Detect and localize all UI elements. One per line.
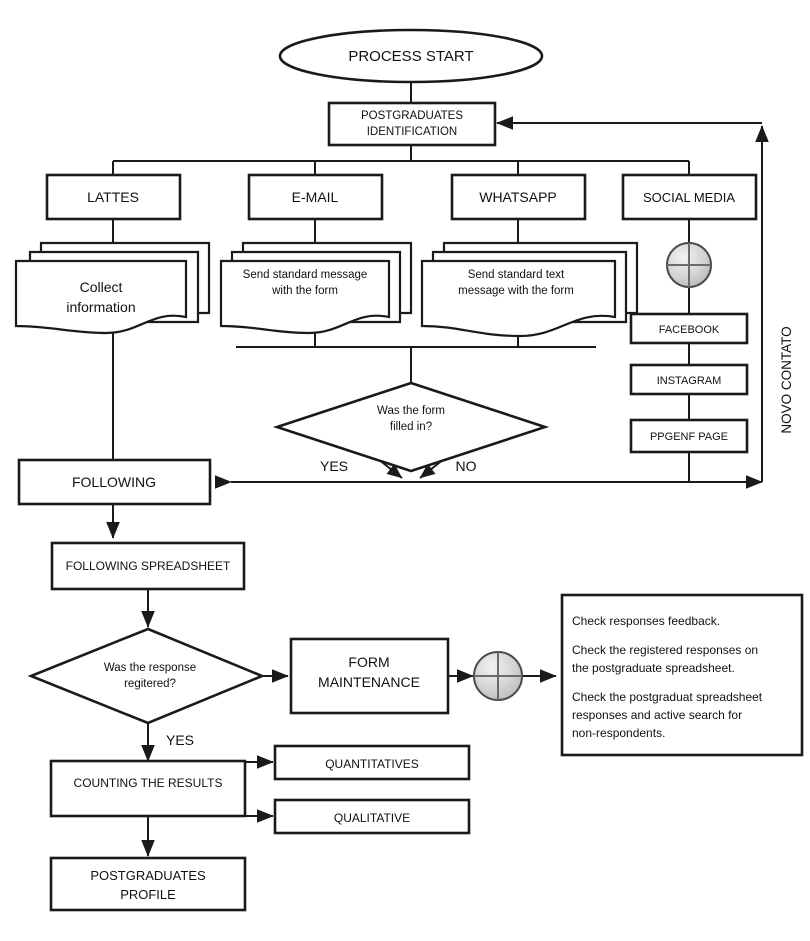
node-collect-information[interactable]: Collect information [14,241,211,335]
node-quantitatives[interactable] [273,744,471,781]
form-maintenance-line2: MAINTENANCE [318,674,420,690]
social-media-label: SOCIAL MEDIA [643,190,735,205]
node-qualitative[interactable] [273,798,471,835]
send-standard-message-front-sheet [219,259,391,335]
edge-label-yes-form: YES [320,458,348,474]
notes-line-4: Check the postgraduat spreadsheet [572,690,763,704]
node-email[interactable] [247,173,384,221]
send-standard-message-line2: with the form [271,285,338,297]
notes-line-6: non-respondents. [572,726,665,740]
whatsapp-label: WHATSAPP [479,189,557,205]
node-process-start[interactable] [278,28,544,84]
following-spreadsheet-label: FOLLOWING SPREADSHEET [66,559,231,573]
edge-label-no-form: NO [456,458,477,474]
notes-line-1: Check responses feedback. [572,614,720,628]
node-send-standard-message[interactable]: Send standard message with the form [219,241,413,335]
node-counting-the-results[interactable] [49,759,247,818]
counting-the-results-label: COUNTING THE RESULTS [74,776,223,790]
node-send-standard-text[interactable]: Send standard text message with the form [420,241,639,338]
collect-information-front-sheet [14,259,188,335]
send-standard-text-line2: message with the form [458,285,574,297]
following-label: FOLLOWING [72,474,156,490]
node-following-spreadsheet[interactable] [50,541,246,591]
quantitatives-label: QUANTITATIVES [325,757,419,771]
send-standard-text-front-sheet [420,259,617,338]
postgraduates-profile-line2: PROFILE [120,887,176,902]
instagram-label: INSTAGRAM [657,375,722,387]
node-social-media[interactable] [621,173,758,221]
process-start-label: PROCESS START [348,48,473,65]
ppgenf-page-label: PPGENF PAGE [650,431,728,443]
response-registered-line2: regitered? [124,678,176,690]
node-form-maintenance[interactable] [289,637,450,715]
collect-information-line2: information [66,299,135,315]
collect-information-line1: Collect [80,279,123,295]
email-label: E-MAIL [292,189,339,205]
node-instagram[interactable] [629,363,749,396]
send-standard-message-line1: Send standard message [243,269,368,281]
form-maintenance-line1: FORM [348,654,389,670]
node-whatsapp[interactable] [450,173,587,221]
node-facebook[interactable] [629,312,749,345]
postgraduates-identification-line1: POSTGRADUATES [361,110,463,122]
node-postgraduates-profile[interactable] [49,856,247,912]
facebook-label: FACEBOOK [659,324,720,336]
form-maintenance-junction-icon [473,651,523,701]
node-lattes[interactable] [45,173,182,221]
node-postgraduates-identification[interactable] [327,101,497,147]
form-filled-decision-line2: filled in? [390,421,432,433]
notes-line-2: Check the registered responses on [572,643,758,657]
send-standard-text-line1: Send standard text [468,269,565,281]
notes-line-3: the postgraduate spreadsheet. [572,661,735,675]
node-notes-box[interactable] [560,593,804,757]
social-media-junction-icon [666,242,712,288]
response-registered-line1: Was the response [104,662,196,674]
postgraduates-identification-line2: IDENTIFICATION [367,126,458,138]
node-response-registered-decision[interactable] [27,627,266,725]
edge-label-novo-contato: NOVO CONTATO [779,326,794,433]
node-form-filled-decision[interactable] [272,381,550,473]
edge-label-yes-response: YES [166,732,194,748]
notes-line-5: responses and active search for [572,708,742,722]
node-ppgenf-page[interactable] [629,418,749,454]
lattes-label: LATTES [87,189,139,205]
node-following[interactable] [17,458,212,506]
postgraduates-profile-line1: POSTGRADUATES [90,868,206,883]
qualitative-label: QUALITATIVE [334,811,410,825]
form-filled-decision-line1: Was the form [377,405,445,417]
